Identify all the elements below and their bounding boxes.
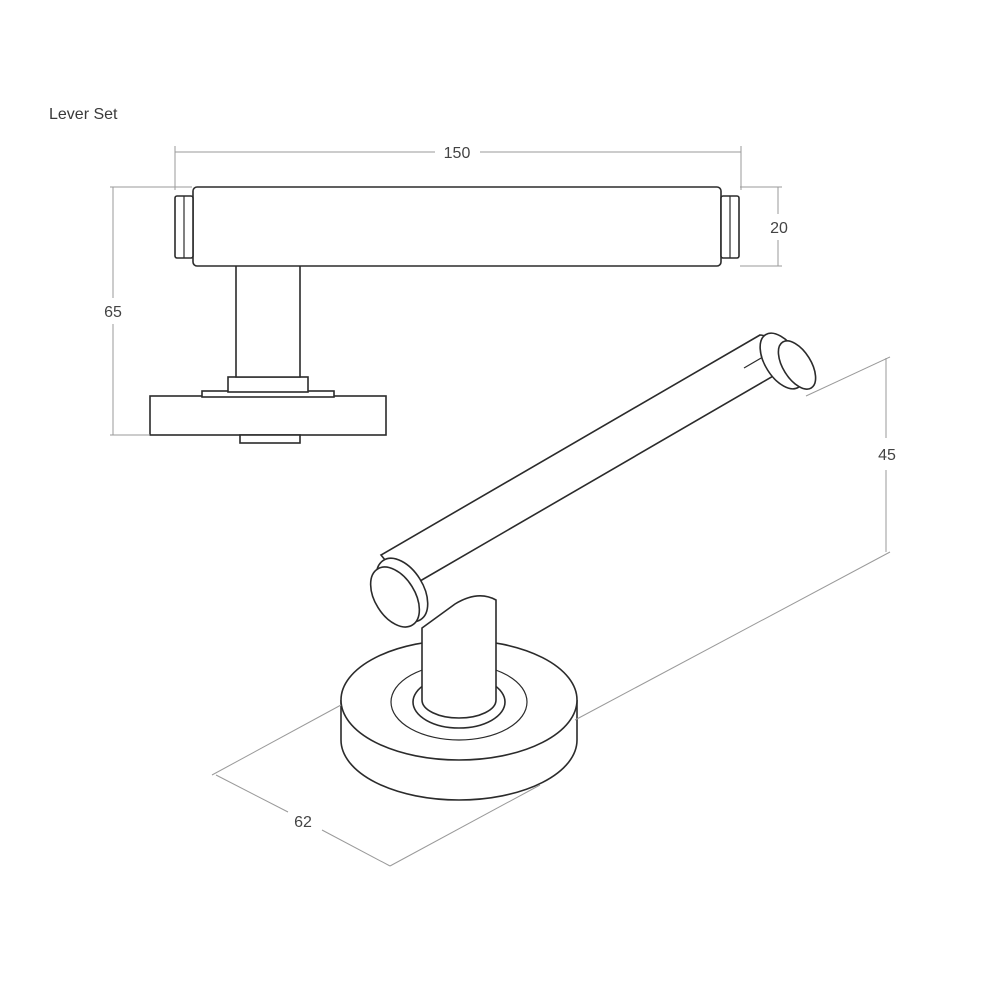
dim-label-lever-diameter: 20 [770,220,788,237]
side-neck [235,250,301,378]
far-end-cap [777,340,817,390]
perspective-dimensions: 45 62 [211,356,896,867]
dim-label-rose-diameter: 62 [294,814,312,831]
side-neck-bushing [227,376,309,393]
side-lever-bar [192,186,722,267]
perspective-view [340,332,817,801]
side-rose-plate [149,395,387,436]
side-spindle-stub [239,434,301,444]
near-end-cap [369,566,421,628]
drawing-title: Lever Set [49,106,118,123]
side-dimensions: 150 20 65 [104,145,788,436]
dim-label-projection: 45 [878,447,896,464]
lever-bar [379,334,788,590]
dim-label-overall-height: 65 [104,304,122,321]
neck [421,595,497,719]
dim-label-lever-length: 150 [444,145,471,162]
side-view [149,186,740,444]
